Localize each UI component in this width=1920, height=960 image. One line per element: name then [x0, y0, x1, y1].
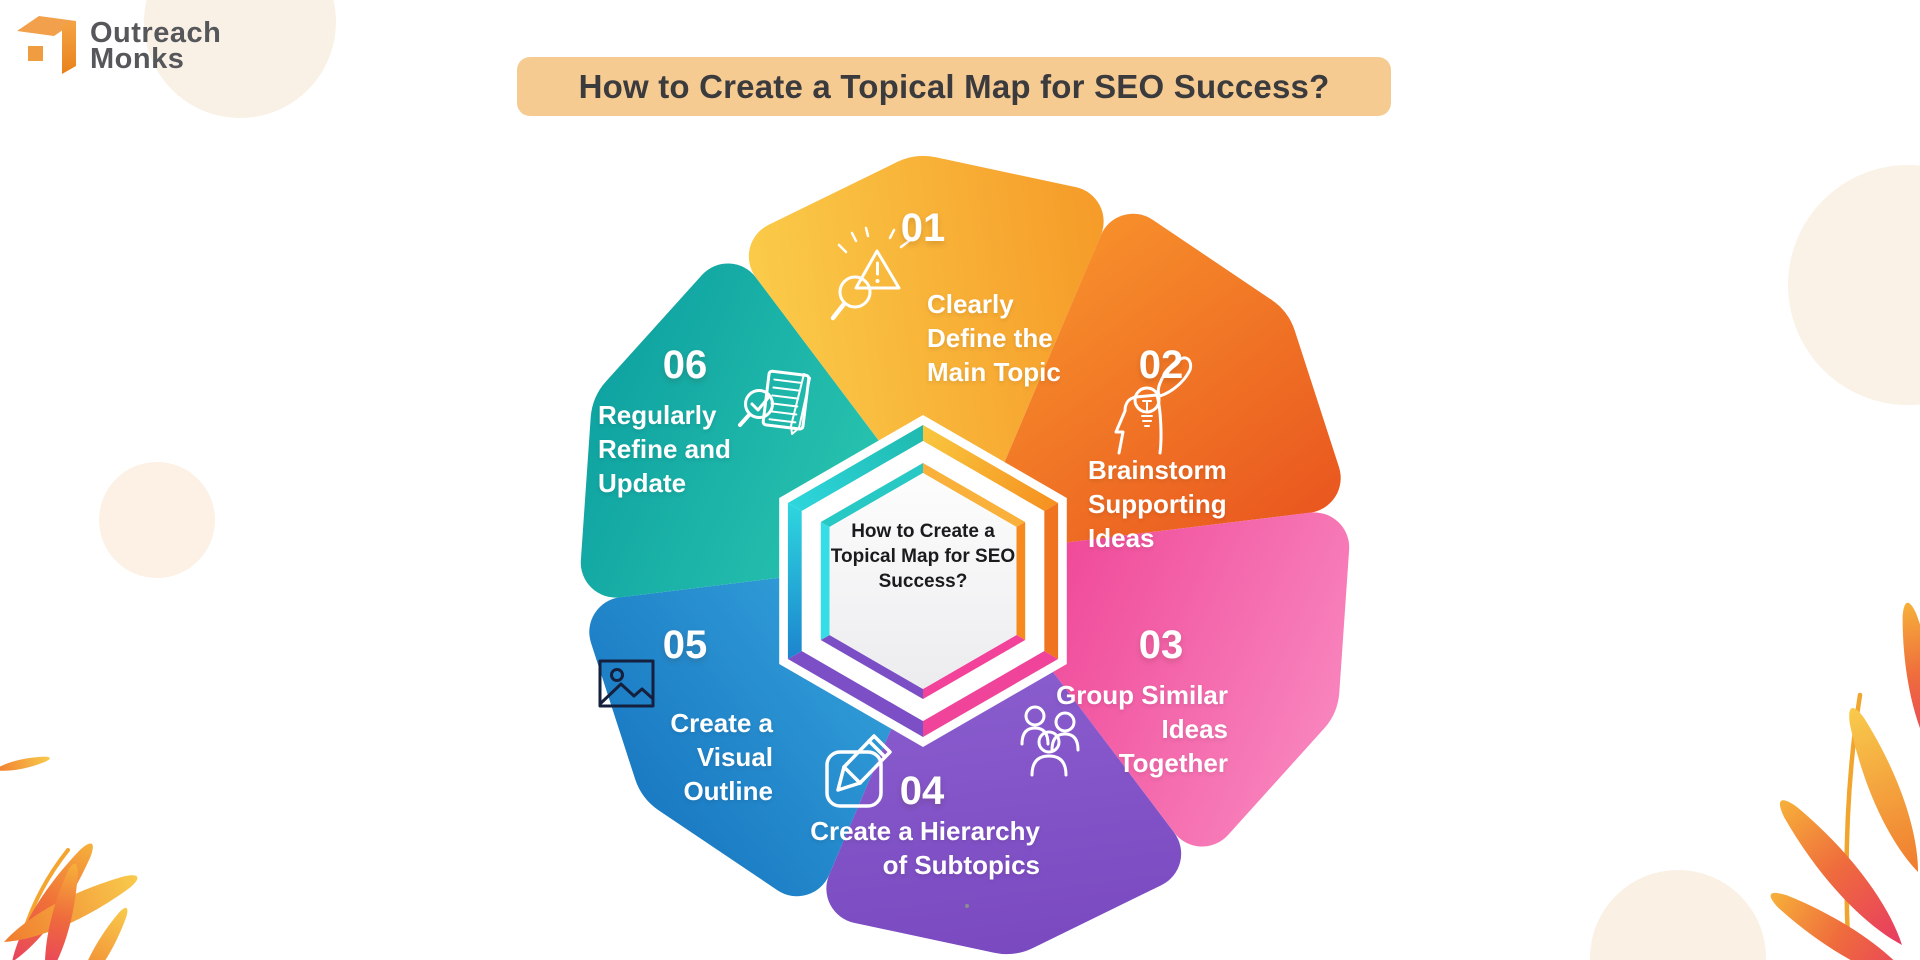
- outreach-monks-logo-mark-icon: [17, 16, 76, 74]
- step-03-label: Group Similar Ideas Together: [1056, 680, 1228, 778]
- search-alert-icon: [830, 226, 911, 321]
- center-hexagon: [779, 415, 1067, 747]
- logo-line-1: Outreach: [90, 17, 222, 49]
- center-title-line-1: How to Create a: [851, 521, 995, 542]
- center-title-line-3: Success?: [878, 571, 968, 592]
- step-05-label: Create a Visual Outline: [670, 708, 773, 806]
- step-02-label: Brainstorm Supporting Ideas: [1088, 455, 1227, 553]
- edit-pencil-icon: [825, 734, 892, 808]
- outreach-monks-logo: Outreach Monks: [90, 17, 310, 75]
- document-check-icon: [738, 369, 811, 435]
- step-04-label: Create a Hierarchy of Subtopics: [810, 816, 1040, 880]
- page-title: How to Create a Topical Map for SEO Succ…: [578, 68, 1330, 105]
- image-icon: [598, 659, 655, 708]
- cream-circle-decorations: [99, 0, 1920, 960]
- leaf-decoration-bottom-left: [0, 753, 143, 960]
- step-06-label: Regularly Refine and Update: [598, 400, 731, 498]
- step-05-number: 05: [662, 623, 708, 667]
- step-02-number: 02: [1138, 343, 1184, 387]
- leaf-decoration-bottom-right: [1755, 600, 1920, 960]
- step-01-number: 01: [900, 206, 946, 250]
- small-dot-decoration: [965, 904, 969, 908]
- step-04-number: 04: [899, 769, 945, 813]
- center-title-line-2: Topical Map for SEO: [830, 546, 1016, 567]
- step-03-number: 03: [1138, 623, 1184, 667]
- logo-line-2: Monks: [90, 43, 185, 75]
- step-01-label: Clearly Define the Main Topic: [927, 289, 1061, 387]
- center-hexagon-title: How to Create a Topical Map for SEO Succ…: [753, 519, 1093, 594]
- people-group-icon: [1020, 705, 1080, 777]
- head-lightbulb-icon: [1114, 356, 1193, 455]
- step-06-number: 06: [662, 343, 708, 387]
- page-title-banner: How to Create a Topical Map for SEO Succ…: [517, 57, 1391, 116]
